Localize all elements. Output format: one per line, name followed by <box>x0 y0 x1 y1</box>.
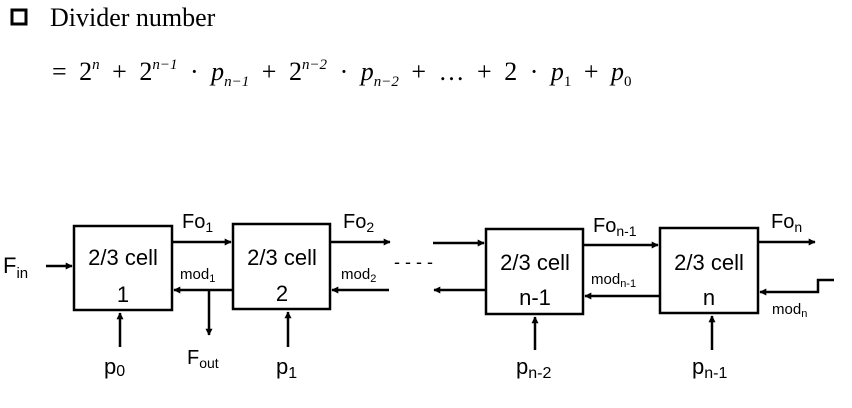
bullet-heading: Divider number <box>50 3 216 32</box>
cell-box <box>484 227 585 316</box>
mod2-label: mod2 <box>341 266 376 285</box>
mod1-label: mod1 <box>180 266 215 285</box>
cell-index: n-1 <box>519 285 551 310</box>
fon-label: Fon <box>771 211 802 235</box>
p0-label: p0 <box>104 354 125 380</box>
cell-box <box>72 224 174 312</box>
cell-index: 1 <box>117 282 129 307</box>
modn-1-label: modn-1 <box>591 271 636 290</box>
modn-label: modn <box>772 301 807 320</box>
cell-title: 2/3 cell <box>88 245 158 270</box>
formula: = 2n + 2n−1 · pn−1 + 2n−2 · pn−2 + … + 2… <box>52 46 632 92</box>
cell-title: 2/3 cell <box>247 245 317 270</box>
fout-label: Fout <box>187 347 219 371</box>
bullet-square-icon <box>10 8 28 26</box>
modn-arrow <box>759 278 834 296</box>
cell-title: 2/3 cell <box>674 250 744 275</box>
fo2-label: Fo2 <box>343 211 374 235</box>
fon-1-label: Fon-1 <box>593 215 637 239</box>
continuation-dots: - - - - <box>394 252 433 272</box>
cell-1: 2/3 cell 1 <box>72 224 174 312</box>
p1-label: p1 <box>276 354 297 382</box>
input-label: Fin <box>3 253 28 282</box>
pn-2-label: pn-2 <box>516 354 551 382</box>
pn-1-label: pn-1 <box>692 354 727 382</box>
fo1-label: Fo1 <box>182 211 213 235</box>
cell-n-1: 2/3 cell n-1 <box>484 227 585 316</box>
cell-n: 2/3 cell n <box>658 226 760 315</box>
cell-index: 2 <box>276 281 288 306</box>
cell-2: 2/3 cell 2 <box>231 222 332 311</box>
cell-index: n <box>703 285 715 310</box>
cell-box <box>658 226 760 315</box>
cell-box <box>231 222 332 311</box>
cell-title: 2/3 cell <box>500 250 570 275</box>
